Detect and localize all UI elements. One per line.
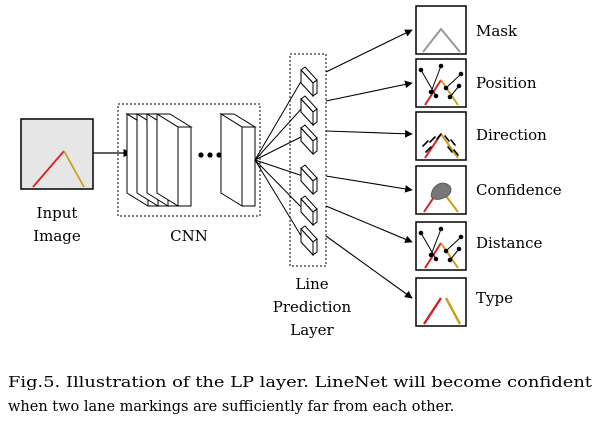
output-position-label: Position — [476, 74, 537, 92]
cnn-layer-4 — [155, 113, 193, 207]
arrow-to-distance — [325, 205, 413, 243]
input-label-line1: Input — [37, 204, 78, 222]
output-confidence-thumbnail — [415, 165, 467, 215]
cnn-ellipsis-dots — [198, 152, 222, 158]
cnn-box — [117, 103, 261, 217]
output-type-label: Type — [476, 289, 513, 307]
lp-to-output-arrows — [325, 29, 413, 299]
caption-line1: Fig.5. Illustration of the LP layer. Lin… — [8, 375, 592, 391]
lp-label-line2: Prediction — [273, 298, 352, 316]
output-type-thumbnail — [415, 277, 467, 327]
output-position-thumbnail — [415, 58, 467, 108]
lp-slab-1 — [300, 66, 318, 98]
lp-slab-2 — [300, 95, 318, 127]
caption-line2: when two lane markings are sufficiently … — [8, 399, 454, 415]
arrow-to-confidence — [325, 175, 413, 193]
cnn-layer-last — [219, 113, 257, 207]
arrow-to-position — [325, 80, 413, 102]
arrow-to-type — [325, 235, 413, 299]
lp-slabs — [300, 66, 318, 257]
output-mask-thumbnail — [415, 5, 467, 55]
lp-label-line1: Line — [295, 275, 328, 293]
arrow-to-direction — [325, 129, 413, 138]
cnn-to-lp-connections — [254, 77, 304, 240]
cnn-layers — [125, 113, 257, 207]
lp-slab-5 — [300, 195, 318, 227]
arrow-to-mask — [325, 29, 413, 73]
red-lane-line — [32, 150, 65, 188]
lp-label-line3: Layer — [290, 321, 334, 339]
cnn-label: CNN — [170, 227, 208, 245]
lp-slab-6 — [300, 225, 318, 257]
input-label-line2: Image — [33, 227, 81, 245]
output-confidence-label: Confidence — [476, 181, 562, 199]
yellow-lane-line — [63, 150, 85, 188]
output-distance-label: Distance — [476, 234, 543, 252]
output-direction-label: Direction — [476, 126, 547, 144]
confidence-blob — [430, 182, 452, 200]
output-mask-label: Mask — [476, 22, 518, 40]
input-image — [20, 118, 94, 190]
lp-slab-4 — [300, 164, 318, 196]
lp-layer-box — [289, 53, 327, 267]
lp-slab-3 — [300, 124, 318, 156]
output-distance-thumbnail — [415, 221, 467, 271]
output-direction-thumbnail — [415, 111, 467, 161]
